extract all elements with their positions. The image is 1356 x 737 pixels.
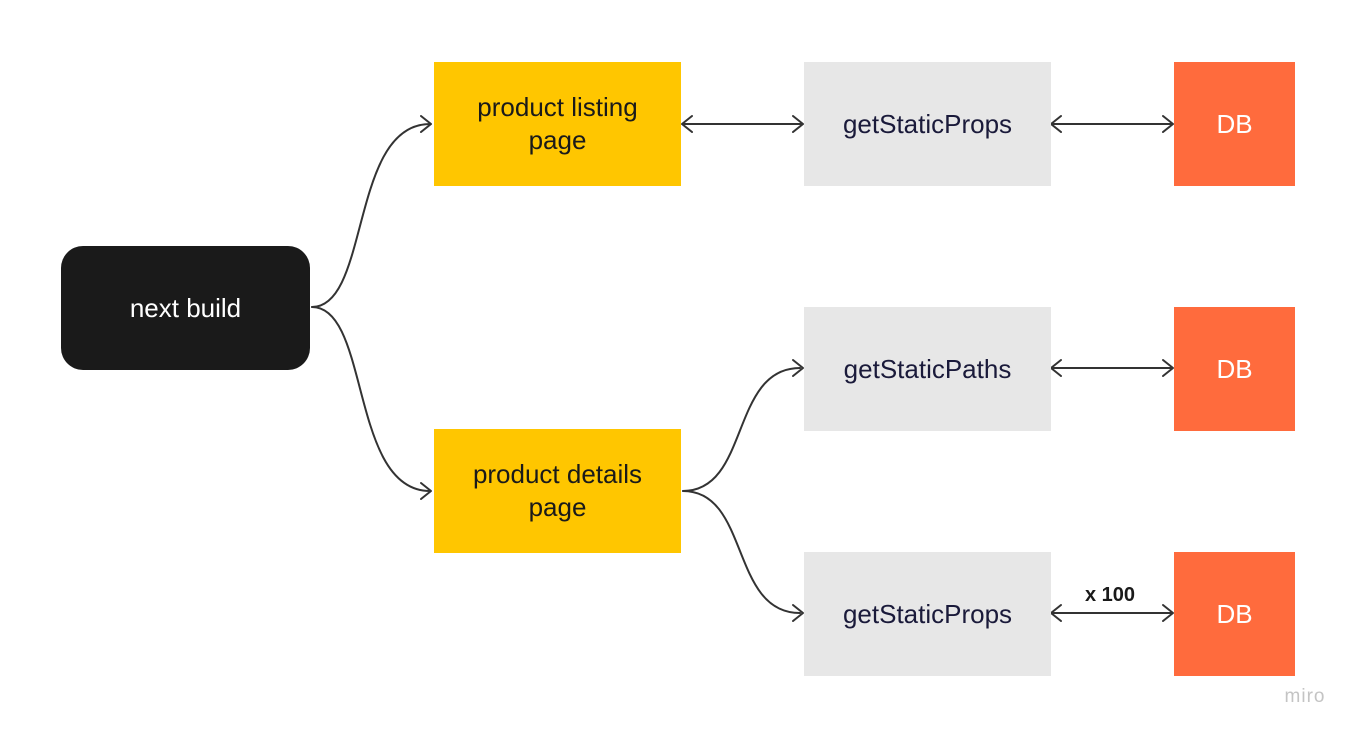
db-label-bottom: DB bbox=[1216, 598, 1253, 629]
edge-multiplier-label: x 100 bbox=[1084, 584, 1136, 606]
db-label-middle: DB bbox=[1216, 353, 1253, 384]
product-listing-page-label: product listing page bbox=[477, 92, 638, 155]
db-node-bottom[interactable]: DB bbox=[1174, 552, 1295, 676]
details-get-static-paths-node[interactable]: getStaticPaths bbox=[804, 307, 1051, 431]
arrowhead bbox=[420, 482, 432, 500]
arrowhead bbox=[792, 604, 804, 622]
arrowhead bbox=[1050, 115, 1062, 133]
db-label-top: DB bbox=[1216, 108, 1253, 139]
edge-build-to-listing bbox=[311, 123, 431, 308]
arrowhead bbox=[792, 115, 804, 133]
listing-get-static-props-node[interactable]: getStaticProps bbox=[804, 62, 1051, 186]
edge-details-to-paths bbox=[682, 367, 801, 492]
arrowhead bbox=[1050, 604, 1062, 622]
arrowhead bbox=[1162, 359, 1174, 377]
product-listing-page-node[interactable]: product listing page bbox=[434, 62, 681, 186]
arrowhead bbox=[420, 115, 432, 133]
arrowhead bbox=[792, 359, 804, 377]
edge-details-to-props bbox=[682, 490, 801, 614]
db-node-middle[interactable]: DB bbox=[1174, 307, 1295, 431]
arrowhead bbox=[1050, 359, 1062, 377]
arrowhead bbox=[1162, 115, 1174, 133]
arrowhead bbox=[681, 115, 693, 133]
details-get-static-paths-label: getStaticPaths bbox=[843, 353, 1012, 384]
edge-build-to-details bbox=[311, 306, 431, 492]
details-get-static-props-node[interactable]: getStaticProps bbox=[804, 552, 1051, 676]
next-build-label: next build bbox=[129, 292, 242, 323]
db-node-top[interactable]: DB bbox=[1174, 62, 1295, 186]
listing-get-static-props-label: getStaticProps bbox=[842, 108, 1013, 139]
next-build-node[interactable]: next build bbox=[61, 246, 310, 370]
miro-watermark: miro bbox=[1284, 686, 1326, 707]
product-details-page-label: product details page bbox=[472, 459, 643, 522]
details-get-static-props-label: getStaticProps bbox=[842, 598, 1013, 629]
product-details-page-node[interactable]: product details page bbox=[434, 429, 681, 553]
arrowhead bbox=[1162, 604, 1174, 622]
